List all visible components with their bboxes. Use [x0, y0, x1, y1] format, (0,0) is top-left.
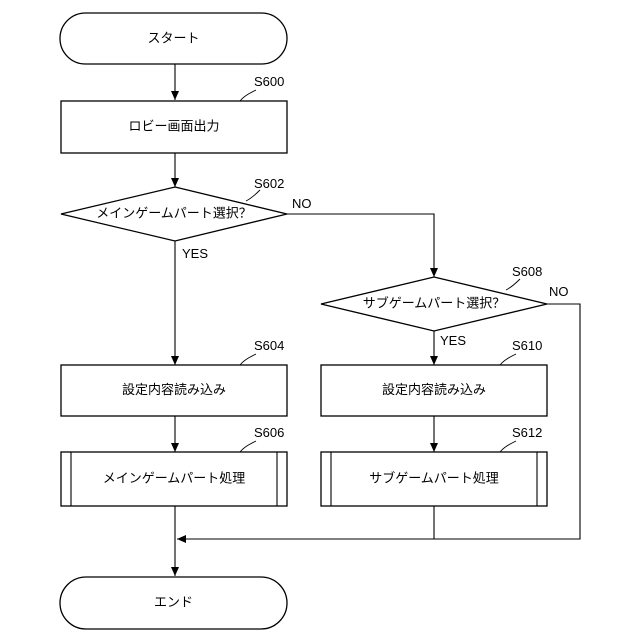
arrow-main-no	[287, 214, 434, 277]
end-terminal: エンド	[60, 577, 287, 629]
leader-s600	[240, 90, 256, 101]
leader-s610	[500, 354, 516, 365]
start-terminal: スタート	[60, 13, 287, 64]
step-s602: S602	[254, 176, 284, 191]
leader-s608	[506, 279, 520, 290]
lobby-process: ロビー画面出力	[61, 101, 287, 153]
sub-proc-label: サブゲームパート処理	[369, 471, 499, 487]
end-label: エンド	[154, 596, 193, 611]
leader-s604	[240, 354, 256, 365]
leader-s612	[500, 441, 516, 452]
branch-main-yes: YES	[182, 246, 208, 261]
main-game-process: メインゲームパート処理	[61, 452, 287, 506]
step-s610: S610	[512, 338, 542, 353]
leader-s606	[240, 441, 256, 452]
sub-game-process: サブゲームパート処理	[321, 452, 547, 506]
step-s612: S612	[512, 425, 542, 440]
start-label: スタート	[147, 32, 199, 47]
leader-s602	[246, 190, 260, 201]
branch-sub-yes: YES	[440, 333, 466, 348]
load-left-label: 設定内容読み込み	[122, 382, 226, 398]
step-s606: S606	[254, 425, 284, 440]
load-settings-right: 設定内容読み込み	[321, 365, 547, 416]
main-proc-label: メインゲームパート処理	[103, 472, 246, 487]
step-s604: S604	[254, 338, 284, 353]
load-settings-left: 設定内容読み込み	[61, 365, 287, 416]
step-s608: S608	[512, 264, 542, 279]
load-right-label: 設定内容読み込み	[382, 382, 486, 398]
lobby-label: ロビー画面出力	[128, 120, 219, 135]
main-select-label: メインゲームパート選択？	[96, 207, 252, 222]
step-s600: S600	[254, 74, 284, 89]
branch-sub-no: NO	[549, 284, 569, 299]
branch-main-no: NO	[292, 196, 312, 211]
main-select-decision: メインゲームパート選択？	[61, 187, 287, 241]
sub-select-label: サブゲームパート選択？	[363, 296, 506, 312]
